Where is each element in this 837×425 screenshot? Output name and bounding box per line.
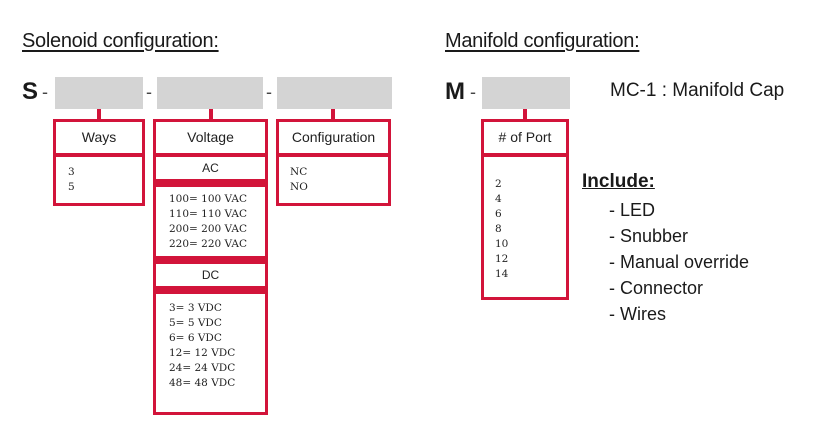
solenoid-prefix: S: [22, 78, 39, 105]
ac-options: 100= 100 VAC 110= 110 VAC 200= 200 VAC 2…: [156, 187, 265, 256]
port-option: 12: [495, 253, 509, 265]
dc-option: 5= 5 VDC: [169, 317, 222, 329]
include-title: Include:: [582, 171, 655, 192]
solenoid-dash-2: -: [146, 82, 152, 102]
solenoid-dash-1: -: [42, 82, 48, 102]
dc-divider: [156, 286, 265, 294]
port-option: 6: [495, 208, 502, 220]
port-option: 10: [495, 238, 509, 250]
configuration-box: Configuration NC NO: [276, 119, 391, 206]
ac-option: 100= 100 VAC: [169, 193, 248, 205]
port-option: 8: [495, 223, 502, 235]
dc-top-divider: [156, 256, 265, 264]
manifold-cap-label: MC-1 : Manifold Cap: [610, 80, 785, 101]
configuration-option: NO: [290, 181, 308, 193]
configuration-connector: [331, 109, 335, 121]
dc-option: 12= 12 VDC: [169, 347, 236, 359]
ac-label: AC: [202, 161, 219, 175]
dc-option: 6= 6 VDC: [169, 332, 222, 344]
ways-option: 5: [68, 181, 75, 193]
configuration-options: NC NO: [279, 157, 388, 195]
ac-option: 220= 220 VAC: [169, 238, 248, 250]
port-options: 2 4 6 8 10 12 14: [484, 157, 566, 282]
configuration-option: NC: [290, 166, 308, 178]
include-item: - Snubber: [609, 226, 689, 246]
dc-option: 48= 48 VDC: [169, 377, 236, 389]
include-item: - Connector: [609, 278, 704, 298]
include-list: - LED - Snubber - Manual override - Conn…: [609, 197, 749, 327]
dc-option: 3= 3 VDC: [169, 302, 222, 314]
port-slot: [482, 77, 570, 109]
port-option: 4: [495, 193, 502, 205]
ways-slot: [55, 77, 143, 109]
port-connector: [523, 109, 527, 121]
manifold-heading: Manifold configuration:: [445, 30, 640, 52]
ac-option: 200= 200 VAC: [169, 223, 248, 235]
voltage-divider: [156, 153, 265, 157]
port-divider: [484, 153, 566, 157]
voltage-header: Voltage: [187, 129, 234, 145]
configuration-header: Configuration: [291, 129, 376, 145]
port-option: 14: [495, 268, 509, 280]
solenoid-heading: Solenoid configuration:: [22, 30, 219, 52]
dc-option: 24= 24 VDC: [169, 362, 236, 374]
voltage-slot: [157, 77, 263, 109]
include-item: - Wires: [609, 304, 666, 324]
ways-box: Ways 3 5: [53, 119, 145, 206]
port-header: # of Port: [498, 129, 552, 145]
ways-divider: [56, 153, 142, 157]
solenoid-dash-3: -: [266, 82, 272, 102]
manifold-dash: -: [470, 82, 476, 102]
ways-connector: [97, 109, 101, 121]
voltage-box: Voltage AC 100= 100 VAC 110= 110 VAC 200…: [153, 119, 268, 415]
voltage-connector: [209, 109, 213, 121]
dc-options: 3= 3 VDC 5= 5 VDC 6= 6 VDC 12= 12 VDC 24…: [156, 294, 265, 391]
port-box: # of Port 2 4 6 8 10 12 14: [481, 119, 569, 300]
configuration-slot: [277, 77, 392, 109]
ways-header: Ways: [81, 129, 117, 145]
include-item: - LED: [609, 200, 656, 220]
configuration-divider: [279, 153, 388, 157]
port-option: 2: [495, 178, 502, 190]
manifold-prefix: M: [445, 78, 465, 105]
ac-divider: [156, 179, 265, 187]
ac-option: 110= 110 VAC: [169, 208, 248, 220]
ways-options: 3 5: [56, 157, 142, 195]
ways-option: 3: [68, 166, 75, 178]
include-item: - Manual override: [609, 252, 750, 272]
dc-label: DC: [201, 268, 220, 282]
